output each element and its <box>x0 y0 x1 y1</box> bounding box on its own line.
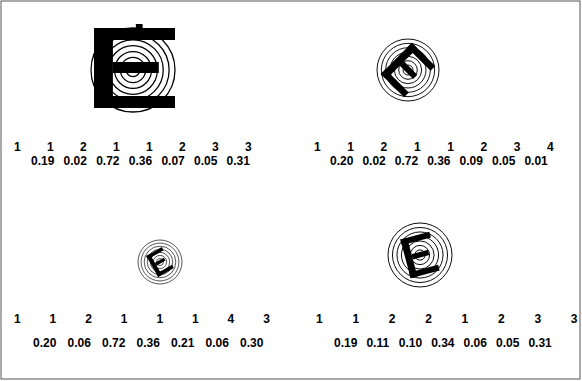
index-number: 2 <box>381 140 388 154</box>
value-number: 0.20 <box>330 154 353 168</box>
value-number: 0.36 <box>137 336 160 350</box>
letter-e <box>400 232 439 278</box>
value-number: 0.72 <box>395 154 418 168</box>
value-number: 0.11 <box>366 336 389 350</box>
value-number: 0.30 <box>240 336 263 350</box>
value-number: 0.02 <box>362 154 385 168</box>
value-number: 0.05 <box>492 154 515 168</box>
index-number: 1 <box>316 312 323 326</box>
value-number: 0.31 <box>227 154 250 168</box>
index-number: 3 <box>514 140 521 154</box>
target-rings <box>388 223 452 287</box>
index-number: 1 <box>47 140 54 154</box>
value-number: 0.01 <box>524 154 547 168</box>
letter-e <box>146 247 174 277</box>
index-number: 2 <box>481 140 488 154</box>
index-number: 2 <box>80 140 87 154</box>
value-number: 0.06 <box>464 336 487 350</box>
target-rings <box>138 240 182 284</box>
index-number: 2 <box>179 140 186 154</box>
target-rings <box>377 39 439 101</box>
index-number: 1 <box>14 140 21 154</box>
value-number: 0.19 <box>31 154 54 168</box>
value-number: 0.72 <box>102 336 125 350</box>
value-number: 0.36 <box>427 154 450 168</box>
index-number: 1 <box>113 140 120 154</box>
index-number: 1 <box>352 312 359 326</box>
index-number: 1 <box>50 312 57 326</box>
value-number: 0.31 <box>528 336 551 350</box>
index-number: 3 <box>263 312 270 326</box>
value-number: 0.20 <box>33 336 56 350</box>
index-number: 3 <box>571 312 578 326</box>
index-number: 2 <box>498 312 505 326</box>
index-number: 3 <box>534 312 541 326</box>
index-number: 2 <box>85 312 92 326</box>
value-number: 0.36 <box>129 154 152 168</box>
index-number: 3 <box>245 140 252 154</box>
index-number: 1 <box>347 140 354 154</box>
value-number: 0.07 <box>161 154 184 168</box>
value-number: 0.06 <box>206 336 229 350</box>
index-number: 2 <box>389 312 396 326</box>
letter-e <box>94 24 175 108</box>
value-number: 0.10 <box>399 336 422 350</box>
value-number: 0.05 <box>194 154 217 168</box>
index-number: 1 <box>14 312 21 326</box>
index-number: 4 <box>547 140 554 154</box>
index-number: 1 <box>146 140 153 154</box>
index-number: 1 <box>414 140 421 154</box>
value-number: 0.09 <box>460 154 483 168</box>
index-number: 1 <box>121 312 128 326</box>
index-number: 1 <box>462 312 469 326</box>
value-number: 0.06 <box>68 336 91 350</box>
value-number: 0.72 <box>96 154 119 168</box>
index-number: 4 <box>228 312 235 326</box>
index-number: 1 <box>447 140 454 154</box>
value-number: 0.34 <box>431 336 454 350</box>
value-number: 0.02 <box>64 154 87 168</box>
value-number: 0.19 <box>334 336 357 350</box>
value-number: 0.05 <box>496 336 519 350</box>
letter-e <box>381 43 435 97</box>
index-number: 1 <box>314 140 321 154</box>
value-number: 0.21 <box>171 336 194 350</box>
index-number: 3 <box>212 140 219 154</box>
index-number: 1 <box>192 312 199 326</box>
index-number: 1 <box>156 312 163 326</box>
target-rings <box>91 28 175 112</box>
index-number: 2 <box>425 312 432 326</box>
